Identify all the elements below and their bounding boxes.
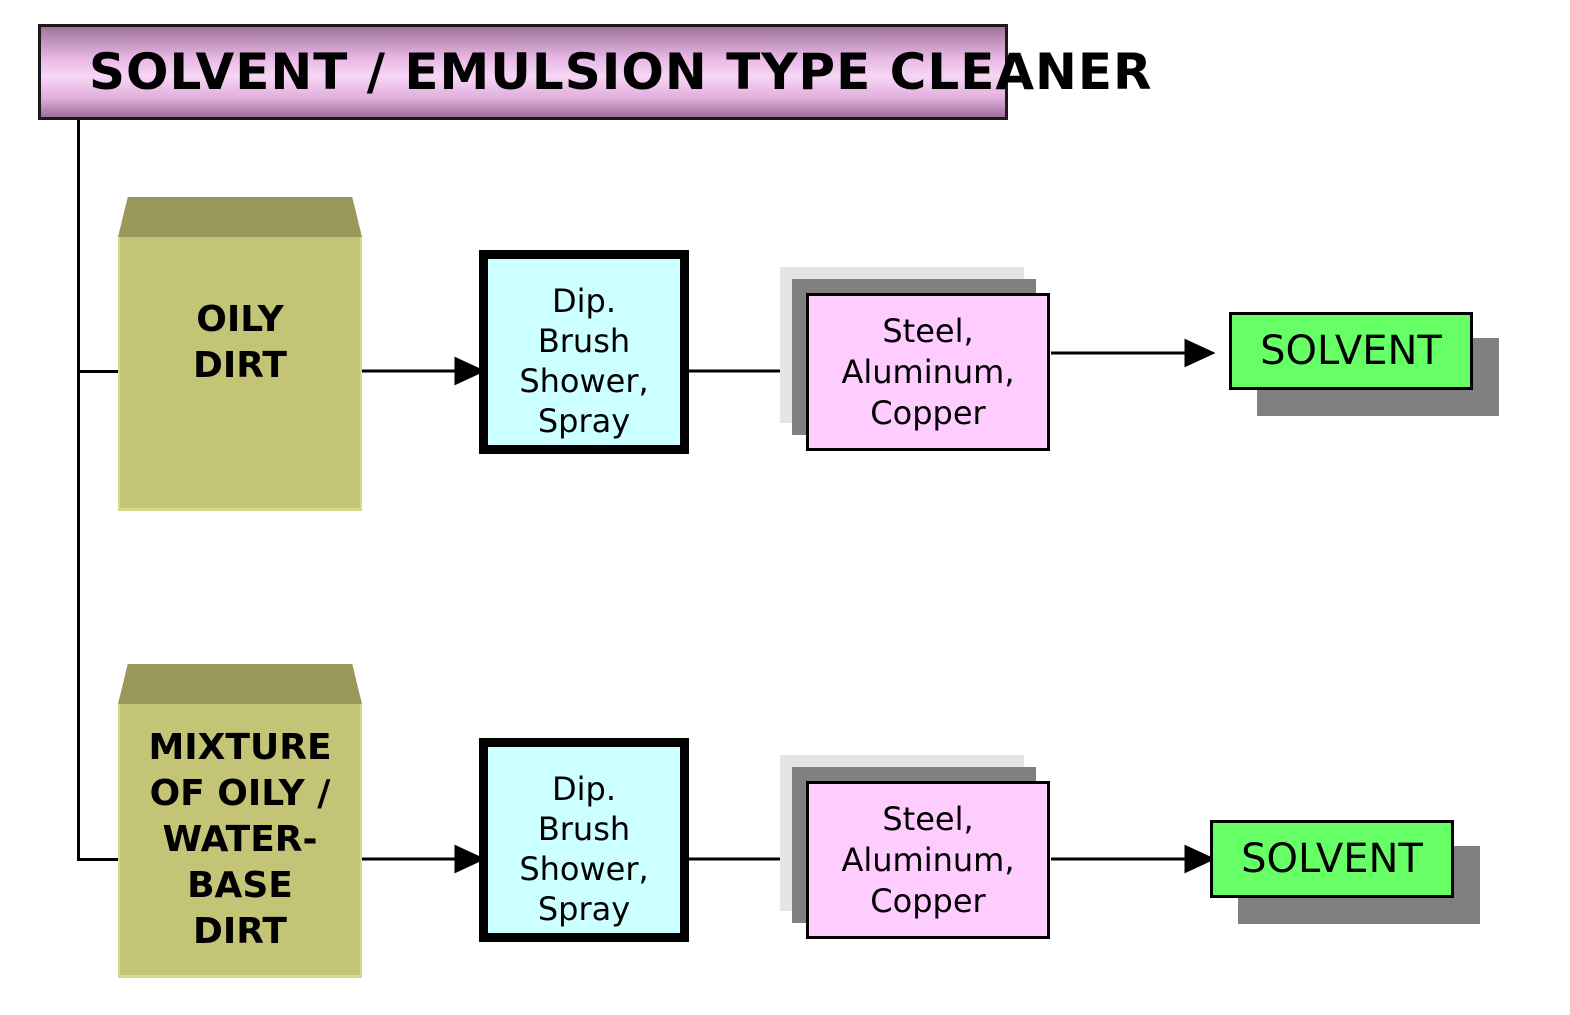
result-box: SOLVENT <box>1229 312 1473 390</box>
diagram-title: SOLVENT / EMULSION TYPE CLEANER <box>38 24 1152 120</box>
application-method-box: Dip. Brush Shower, Spray <box>479 250 689 454</box>
cube-front-face: MIXTURE OF OILY / WATER- BASE DIRT <box>118 704 362 978</box>
dirt-type-mixture: MIXTURE OF OILY / WATER- BASE DIRT <box>118 664 362 978</box>
application-method-label: Dip. Brush Shower, Spray <box>519 770 649 928</box>
result-label: SOLVENT <box>1241 836 1423 882</box>
cleaner-result: SOLVENT <box>1229 312 1499 416</box>
diagram-title-text: SOLVENT / EMULSION TYPE CLEANER <box>89 43 1153 101</box>
arrow-head-dirt-to-method-2 <box>454 844 486 874</box>
application-method-box: Dip. Brush Shower, Spray <box>479 738 689 942</box>
materials-card: Steel, Aluminum, Copper <box>806 293 1050 451</box>
materials-stack: Steel, Aluminum, Copper <box>780 755 1050 939</box>
application-method-label: Dip. Brush Shower, Spray <box>519 282 649 440</box>
arrow-head-dirt-to-method-1 <box>454 356 486 386</box>
cube-top-face <box>118 197 362 237</box>
branch-connector-row-1 <box>77 370 119 373</box>
cube-top-face <box>118 664 362 704</box>
cleaner-result: SOLVENT <box>1210 820 1480 924</box>
result-label: SOLVENT <box>1260 328 1442 374</box>
materials-label: Steel, Aluminum, Copper <box>841 799 1015 920</box>
result-box: SOLVENT <box>1210 820 1454 898</box>
dirt-type-label: OILY DIRT <box>193 298 287 386</box>
materials-card: Steel, Aluminum, Copper <box>806 781 1050 939</box>
cube-front-face: OILY DIRT <box>118 237 362 511</box>
trunk-connector <box>77 120 80 861</box>
branch-connector-row-2 <box>77 858 119 861</box>
materials-stack: Steel, Aluminum, Copper <box>780 267 1050 451</box>
dirt-type-oily: OILY DIRT <box>118 197 362 511</box>
arrow-head-material-to-result-2 <box>1184 844 1216 874</box>
arrow-head-material-to-result-1 <box>1184 338 1216 368</box>
dirt-type-label: MIXTURE OF OILY / WATER- BASE DIRT <box>148 726 332 952</box>
materials-label: Steel, Aluminum, Copper <box>841 311 1015 432</box>
